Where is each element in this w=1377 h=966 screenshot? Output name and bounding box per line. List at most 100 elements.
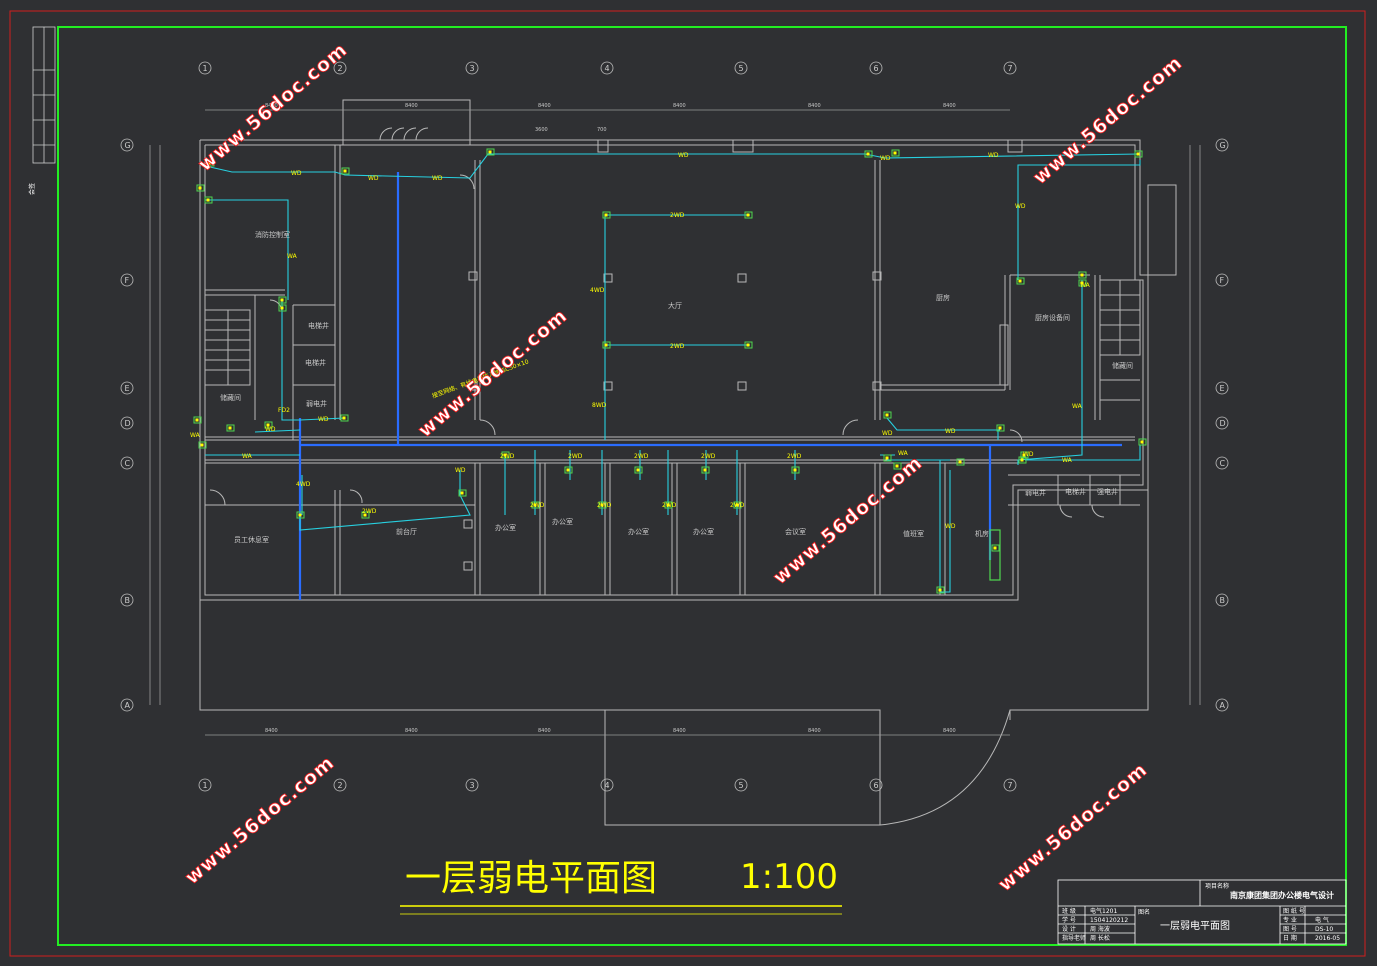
device-core bbox=[958, 460, 962, 464]
device-core bbox=[228, 426, 232, 430]
device-core bbox=[566, 468, 570, 472]
room-label-meeting: 会议室 bbox=[785, 527, 806, 536]
cable-label: 2WD bbox=[568, 453, 583, 460]
device-core bbox=[666, 503, 670, 507]
device-symbol bbox=[664, 501, 673, 509]
axis-bubble bbox=[333, 778, 347, 792]
tb-right-value: 2016-05 bbox=[1315, 935, 1340, 942]
room-label-weak-room: 弱电井 bbox=[1025, 488, 1046, 497]
watermark: www.56doc.com bbox=[194, 39, 352, 176]
axis-label: C bbox=[125, 459, 131, 468]
drawing-scale: 1:100 bbox=[740, 857, 838, 897]
device-core bbox=[1022, 453, 1026, 457]
room-label-kitchen-equip: 厨房设备间 bbox=[1035, 313, 1070, 322]
tb-right-key: 图 纸 号 bbox=[1283, 907, 1305, 915]
device-core bbox=[343, 169, 347, 173]
dimension-text: 8400 bbox=[405, 728, 418, 734]
drawing-title: 一层弱电平面图 bbox=[405, 858, 657, 899]
cable-label: 2WD bbox=[662, 502, 677, 509]
tb-row-value: 周 长松 bbox=[1090, 934, 1110, 942]
watermark: www.56doc.com bbox=[181, 752, 339, 889]
room-label-gas-room: 强电井 bbox=[1097, 487, 1118, 496]
device-symbol bbox=[791, 466, 800, 474]
cable-label: WD bbox=[432, 175, 443, 182]
cable-label: WD bbox=[678, 152, 689, 159]
room-label-weak-shaft: 弱电井 bbox=[306, 399, 327, 408]
axis-bubble bbox=[465, 778, 479, 792]
device-symbol bbox=[1078, 271, 1087, 279]
device-core bbox=[866, 152, 870, 156]
room-label-hall: 大厅 bbox=[668, 301, 682, 310]
axis-bubble bbox=[1215, 273, 1229, 287]
device-core bbox=[998, 426, 1002, 430]
device-core bbox=[533, 503, 537, 507]
device-symbol bbox=[458, 489, 467, 497]
room-label-weak-well: 电梯井 bbox=[305, 358, 326, 367]
title-block bbox=[1057, 879, 1347, 945]
device-symbol bbox=[1018, 456, 1027, 464]
watermarks: www.56doc.com www.56doc.com www.56doc.com w… bbox=[181, 38, 1187, 896]
device-core bbox=[280, 306, 284, 310]
axis-label: 7 bbox=[1008, 781, 1013, 790]
device-core bbox=[885, 456, 889, 460]
cable-label: WD bbox=[455, 467, 466, 474]
device-core bbox=[298, 513, 302, 517]
cable-label: WD bbox=[880, 155, 891, 162]
cable-label: FD2 bbox=[278, 407, 290, 414]
watermark: www.56doc.com bbox=[994, 759, 1152, 896]
device-core bbox=[604, 213, 608, 217]
room-label-elec-room: 电梯井 bbox=[1065, 487, 1086, 496]
axis-label: 1 bbox=[203, 64, 208, 73]
axis-bubble bbox=[120, 273, 134, 287]
axis-label: A bbox=[1220, 701, 1226, 710]
device-symbol bbox=[1020, 451, 1029, 459]
device-core bbox=[363, 513, 367, 517]
axis-bubble bbox=[120, 456, 134, 470]
watermark: www.56doc.com bbox=[414, 305, 572, 442]
room-label-office1: 办公室 bbox=[495, 523, 516, 532]
axis-bubble bbox=[1003, 778, 1017, 792]
cable-label: 2WD bbox=[597, 502, 612, 509]
device-core bbox=[503, 453, 507, 457]
device-symbol bbox=[634, 466, 643, 474]
device-symbol bbox=[196, 184, 205, 192]
axis-label: G bbox=[1220, 141, 1226, 150]
axis-bubble bbox=[120, 593, 134, 607]
cable-label: 2WD bbox=[730, 502, 745, 509]
device-core bbox=[200, 443, 204, 447]
device-symbol bbox=[602, 211, 611, 219]
cable-label: WD bbox=[882, 430, 893, 437]
room-label-security: 值班室 bbox=[903, 529, 924, 538]
axis-bubble bbox=[1003, 61, 1017, 75]
cable-label: WD bbox=[945, 523, 956, 530]
device-core bbox=[746, 343, 750, 347]
device-symbol bbox=[198, 441, 207, 449]
axis-label: A bbox=[125, 701, 131, 710]
device-symbol bbox=[501, 451, 510, 459]
device-core bbox=[280, 298, 284, 302]
axis-bubble bbox=[600, 778, 614, 792]
axis-label: G bbox=[125, 141, 131, 150]
axis-bubble bbox=[1215, 416, 1229, 430]
axis-label: 3 bbox=[470, 781, 475, 790]
tb-row-value: 电气1201 bbox=[1090, 907, 1117, 915]
sheet-title: 一层弱电平面图 bbox=[1160, 919, 1230, 932]
cable-label: 4WD bbox=[296, 481, 311, 488]
machine-cabinet bbox=[989, 529, 1001, 581]
cable-label: WD bbox=[1015, 203, 1026, 210]
device-symbol bbox=[341, 167, 350, 175]
axis-bubble bbox=[869, 61, 883, 75]
device-symbol bbox=[1016, 277, 1025, 285]
axis-label: D bbox=[1220, 419, 1226, 428]
cable-label: WA bbox=[1080, 282, 1091, 289]
device-core bbox=[460, 491, 464, 495]
device-core bbox=[1140, 440, 1144, 444]
device-core bbox=[1080, 273, 1084, 277]
cable-label: WA bbox=[242, 453, 253, 460]
side-label: 会签 bbox=[28, 183, 36, 195]
axis-label: 5 bbox=[739, 64, 744, 73]
axis-label: 3 bbox=[470, 64, 475, 73]
axis-bubble bbox=[734, 61, 748, 75]
dimension-text: 8400 bbox=[943, 103, 956, 109]
axis-bubble bbox=[333, 61, 347, 75]
